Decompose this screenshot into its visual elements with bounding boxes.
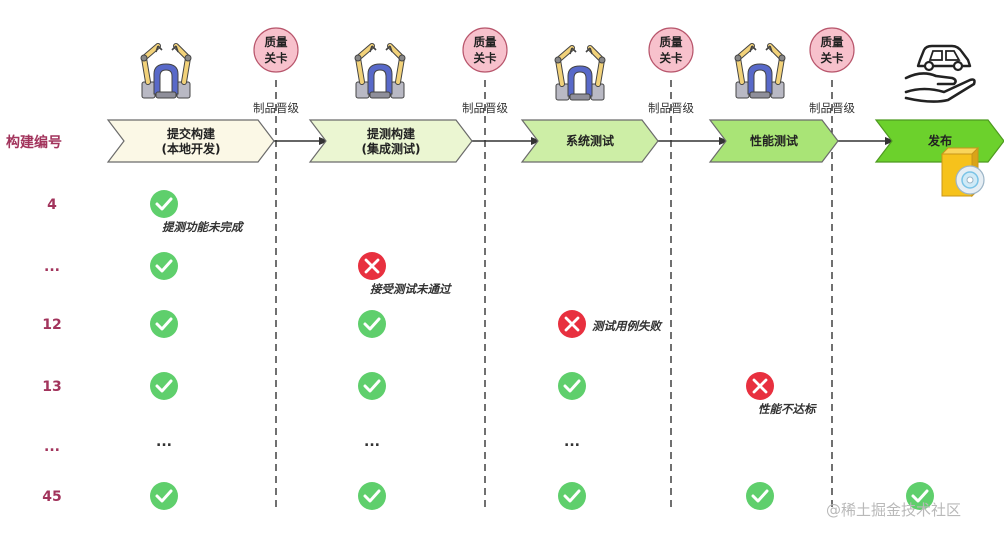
check-circle-icon [150,310,178,338]
software-package-icon [940,146,985,198]
watermark: @稀土掘金技术社区 [826,501,961,519]
artifact-promotion-label: 制品晋级 [809,101,855,115]
stage-title: 提交构建 [167,126,216,141]
stage-title: 系统测试 [566,133,614,148]
check-circle-icon [558,482,586,510]
failure-note: 接受测试未通过 [370,282,452,296]
check-circle-icon [358,482,386,510]
quality-gate-badge [809,27,855,73]
build-row: 4 提测功能未完成 [47,190,245,234]
artifact-promotion-label: 制品晋级 [253,101,299,115]
stage-chevron [520,119,659,163]
cross-circle-icon [746,372,774,400]
build-number: 13 [42,379,61,395]
check-circle-icon [558,372,586,400]
quality-gate-label-line2: 关卡 [821,51,844,65]
ellipsis-marker: ... [156,434,172,450]
stage-subtitle: (本地开发) [162,141,221,156]
robot-arm-icon [734,43,786,99]
check-circle-icon [150,482,178,510]
build-number: 45 [42,489,61,505]
build-row: ............ [44,434,580,455]
build-row: 13 性能不达标 [42,372,817,416]
robot-arm-icon [554,45,606,101]
quality-gate-label-line1: 质量 [821,35,844,49]
robot-arm-icon [140,43,192,99]
build-row: 12 测试用例失败 [42,310,663,338]
stage-s3: 系统测试 [520,119,659,163]
stage-chevron [106,119,275,163]
stage-s2: 提测构建(集成测试) [308,119,473,163]
check-circle-icon [746,482,774,510]
robot-arm-icon [354,43,406,99]
quality-gate-label-line1: 质量 [660,35,683,49]
quality-gate-badge [462,27,508,73]
check-circle-icon [358,310,386,338]
artifact-promotion-label: 制品晋级 [462,101,508,115]
stage-chevron [308,119,473,163]
stage-subtitle: (集成测试) [362,141,421,156]
build-number-header: 构建编号 [6,134,62,151]
cross-circle-icon [558,310,586,338]
stage-title: 性能测试 [749,133,798,148]
quality-gate-label-line2: 关卡 [265,51,288,65]
quality-gate-badge [648,27,694,73]
artifact-promotion-label: 制品晋级 [648,101,694,115]
quality-gate-label-line2: 关卡 [660,51,683,65]
failure-note: 提测功能未完成 [162,220,245,234]
check-circle-icon [150,190,178,218]
check-circle-icon [358,372,386,400]
failure-note: 性能不达标 [758,402,817,416]
stage-s4: 性能测试 [708,119,839,163]
build-row: ... 接受测试未通过 [44,252,452,296]
quality-gate-label-line2: 关卡 [474,51,497,65]
build-number: 4 [47,197,57,213]
build-number: 12 [42,317,61,333]
ellipsis-marker: ... [564,434,580,450]
stage-title: 提测构建 [367,126,416,141]
build-row: 45 [42,482,934,510]
check-circle-icon [150,252,178,280]
cross-circle-icon [358,252,386,280]
stage-title: 发布 [927,133,952,148]
stage-chevron [708,119,839,163]
failure-note: 测试用例失败 [592,319,663,333]
quality-gate-label-line1: 质量 [474,35,497,49]
quality-gate-badge [253,27,299,73]
quality-gate-label-line1: 质量 [265,35,288,49]
stage-s1: 提交构建(本地开发) [106,119,275,163]
car-in-hand-icon [904,44,976,103]
ellipsis-marker: ... [364,434,380,450]
build-number: ... [44,259,60,275]
check-circle-icon [906,482,934,510]
stage-s5: 发布 [874,119,1004,163]
check-circle-icon [150,372,178,400]
build-number: ... [44,439,60,455]
